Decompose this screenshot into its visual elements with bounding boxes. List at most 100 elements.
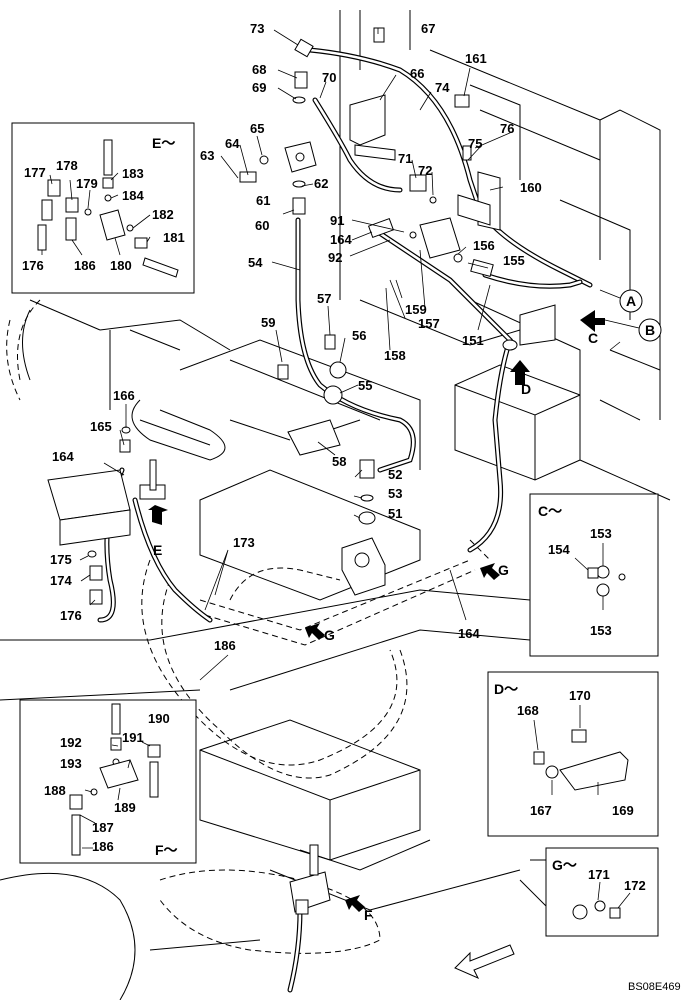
- inset-title-g: G～: [552, 857, 577, 873]
- inset-d-callout-170: 170: [569, 688, 591, 703]
- inset-title-e: E～: [152, 135, 175, 151]
- callout-75: 75: [468, 136, 482, 151]
- inset-f-callout-188: 188: [44, 783, 66, 798]
- drawing-id: BS08E469: [628, 981, 681, 993]
- view-label-d: D: [521, 381, 531, 397]
- inset-e-callout-184: 184: [122, 188, 144, 203]
- callout-155: 155: [503, 253, 525, 268]
- hidden-hose-routing: [6, 299, 491, 954]
- callout-62: 62: [314, 176, 328, 191]
- view-label-g-left: G: [324, 627, 335, 643]
- inset-view-d: D～ 170 168 167 169: [487, 671, 659, 837]
- inset-g-callout-172: 172: [624, 878, 646, 893]
- callout-61: 61: [256, 193, 270, 208]
- callout-164-top: 164: [330, 232, 352, 247]
- callout-161: 161: [465, 51, 487, 66]
- callout-66: 66: [410, 66, 424, 81]
- callout-72: 72: [418, 163, 432, 178]
- callout-159: 159: [405, 302, 427, 317]
- inset-e-callout-180: 180: [110, 258, 132, 273]
- inset-c-callout-153-bottom: 153: [590, 623, 612, 638]
- callout-60: 60: [255, 218, 269, 233]
- inset-view-e: E～ 177 178 183 179 184 182 181 176 186 1…: [11, 122, 195, 294]
- view-labels: E D F G G C A B: [153, 289, 662, 923]
- callout-73: 73: [250, 21, 264, 36]
- callout-92: 92: [328, 250, 342, 265]
- view-label-e: E: [153, 542, 162, 558]
- callout-53: 53: [388, 486, 402, 501]
- callout-157: 157: [418, 316, 440, 331]
- callout-166: 166: [113, 388, 135, 403]
- callout-56: 56: [352, 328, 366, 343]
- callout-160: 160: [520, 180, 542, 195]
- inset-title-f: F～: [155, 842, 178, 858]
- callout-64: 64: [225, 136, 240, 151]
- callout-164-left: 164: [52, 449, 74, 464]
- inset-f-callout-190: 190: [148, 711, 170, 726]
- callout-69: 69: [252, 80, 266, 95]
- callout-70: 70: [322, 70, 336, 85]
- callout-176: 176: [60, 608, 82, 623]
- inset-e-callout-179: 179: [76, 176, 98, 191]
- leader-lines: [79, 28, 621, 681]
- callout-67: 67: [421, 21, 435, 36]
- inset-d-callout-167: 167: [530, 803, 552, 818]
- callout-164-bottom: 164: [458, 626, 480, 641]
- circle-label-a: A: [626, 293, 636, 309]
- callout-173: 173: [233, 535, 255, 550]
- callout-68: 68: [252, 62, 266, 77]
- inset-g-callout-171: 171: [588, 867, 610, 882]
- circle-label-b: B: [645, 322, 655, 338]
- inset-d-callout-169: 169: [612, 803, 634, 818]
- callout-174: 174: [50, 573, 72, 588]
- inset-f-callout-191: 191: [122, 730, 144, 745]
- circle-marker-b: [638, 318, 662, 342]
- front-direction-arrow-icon: [454, 944, 515, 980]
- inset-e-callout-186: 186: [74, 258, 96, 273]
- inset-f-callout-192: 192: [60, 735, 82, 750]
- callout-156: 156: [473, 238, 495, 253]
- inset-d-callout-168: 168: [517, 703, 539, 718]
- inset-view-c: C～ 153 154 153: [529, 493, 659, 657]
- view-label-c: C: [588, 330, 598, 346]
- inset-f-callout-186: 186: [92, 839, 114, 854]
- callout-59: 59: [261, 315, 275, 330]
- inset-e-callout-177: 177: [24, 165, 46, 180]
- view-label-g-right: G: [498, 562, 509, 578]
- callout-74: 74: [435, 80, 450, 95]
- callout-151: 151: [462, 333, 484, 348]
- inset-e-callout-176: 176: [22, 258, 44, 273]
- fittings-and-blocks: [47, 27, 556, 915]
- inset-view-g: G～ 171 172: [545, 847, 659, 937]
- callout-65: 65: [250, 121, 264, 136]
- circle-marker-a: [619, 289, 643, 313]
- inset-title-c: C～: [538, 503, 562, 519]
- inset-e-callout-183: 183: [122, 166, 144, 181]
- inset-e-callout-178: 178: [56, 158, 78, 173]
- inset-f-callout-193: 193: [60, 756, 82, 771]
- callout-54: 54: [248, 255, 263, 270]
- callout-58: 58: [332, 454, 346, 469]
- callout-76: 76: [500, 121, 514, 136]
- view-label-f: F: [364, 907, 373, 923]
- inset-e-callout-181: 181: [163, 230, 185, 245]
- inset-f-callout-189: 189: [114, 800, 136, 815]
- inset-f-callout-187: 187: [92, 820, 114, 835]
- inset-e-callout-182: 182: [152, 207, 174, 222]
- callout-51: 51: [388, 506, 402, 521]
- view-arrow-icon: [148, 310, 605, 912]
- callout-165: 165: [90, 419, 112, 434]
- callout-57: 57: [317, 291, 331, 306]
- callout-71: 71: [398, 151, 412, 166]
- callout-175: 175: [50, 552, 72, 567]
- callout-52: 52: [388, 467, 402, 482]
- callout-186: 186: [214, 638, 236, 653]
- callout-158: 158: [384, 348, 406, 363]
- inset-title-d: D～: [494, 681, 518, 697]
- inset-view-f: F～ 190 192 191 193 188 189 187 186: [19, 699, 197, 864]
- callout-55: 55: [358, 378, 372, 393]
- inset-c-callout-153-top: 153: [590, 526, 612, 541]
- part-callouts: 73 67 68 66 161 70 74 69 65 64 63 76 75 …: [50, 21, 542, 653]
- inset-c-callout-154: 154: [548, 542, 570, 557]
